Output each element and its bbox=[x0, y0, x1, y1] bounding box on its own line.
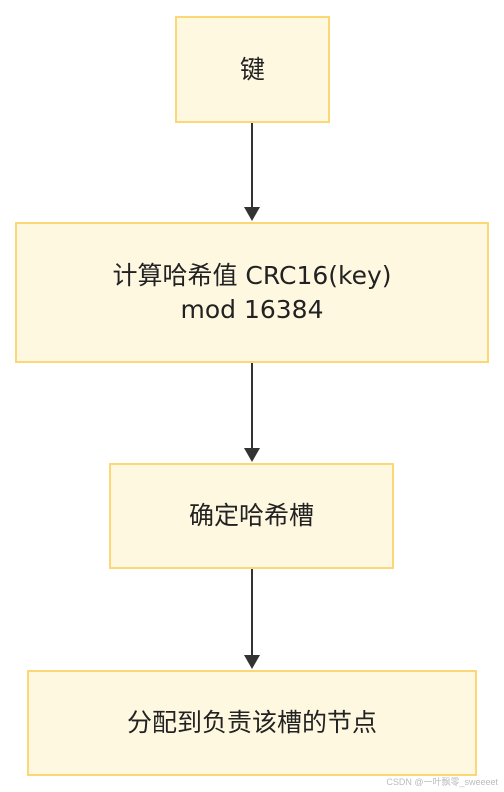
watermark-text: CSDN @一叶飘零_sweeeet bbox=[386, 777, 498, 787]
arrow-key-to-hash bbox=[244, 123, 260, 221]
arrow-hash-to-slot bbox=[244, 363, 260, 462]
flow-node-compute-hash: 计算哈希值 CRC16(key) mod 16384 bbox=[15, 222, 489, 363]
flow-node-compute-hash-label: 计算哈希值 CRC16(key) mod 16384 bbox=[112, 260, 392, 324]
flow-node-assign-node: 分配到负责该槽的节点 bbox=[27, 670, 477, 776]
flow-node-determine-slot: 确定哈希槽 bbox=[109, 463, 394, 569]
flow-node-determine-slot-label: 确定哈希槽 bbox=[188, 501, 314, 530]
arrow-slot-to-assign bbox=[244, 569, 260, 669]
flow-node-key-label: 键 bbox=[239, 54, 265, 84]
flow-node-key: 键 bbox=[175, 16, 330, 123]
flow-node-assign-node-label: 分配到负责该槽的节点 bbox=[126, 708, 377, 737]
